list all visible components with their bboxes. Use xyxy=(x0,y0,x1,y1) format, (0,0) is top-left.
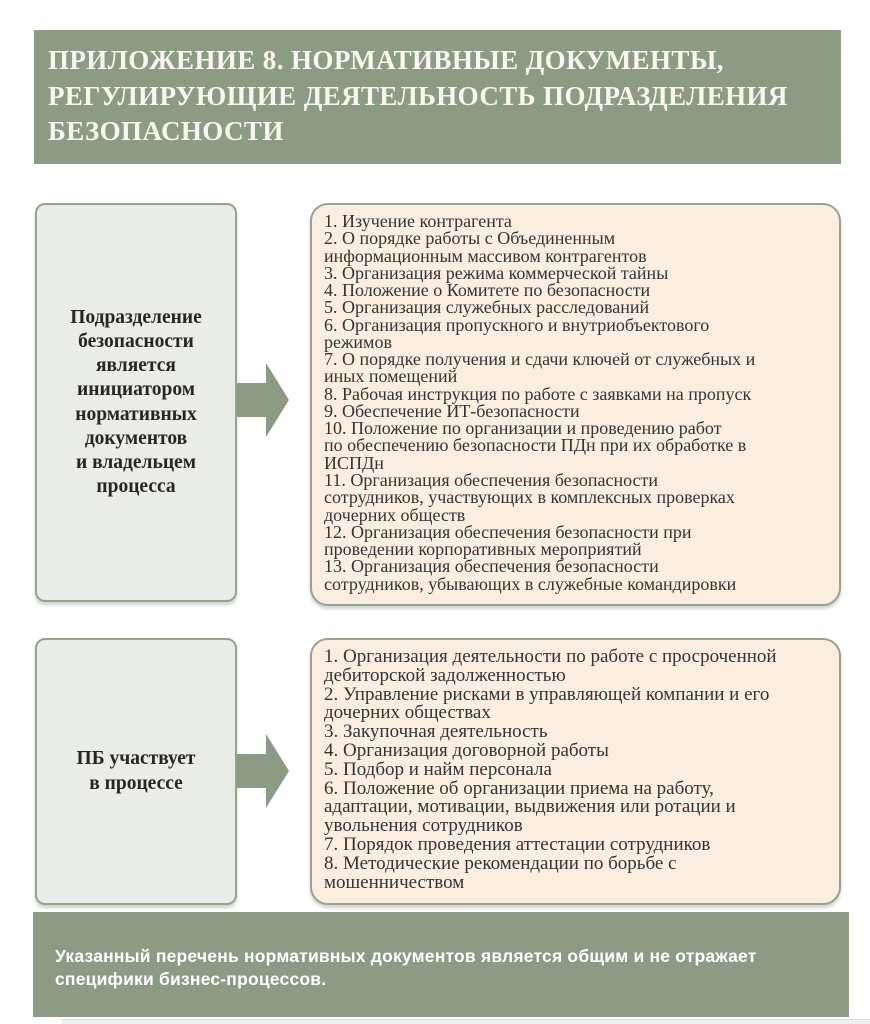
document-list-item: 13. Организация обеспечения безопасности… xyxy=(324,556,737,594)
document-list-item: 7. О порядке получения и сдачи ключей от… xyxy=(324,349,756,387)
document-list-item: 8. Методические рекомендации по борьбе с… xyxy=(324,852,677,893)
document-list-item: 4. Организация договорной работы xyxy=(324,739,609,761)
document-list-item: 3. Организация режима коммерческой тайны xyxy=(324,262,669,283)
document-list-item: 12. Организация обеспечения безопасности… xyxy=(324,521,692,560)
document-list-item: 8. Рабочая инструкция по работе с заявка… xyxy=(324,383,752,404)
document-list-item: 3. Закупочная деятельность xyxy=(324,721,548,743)
document-list-item: 6. Положение об организации приема на ра… xyxy=(324,777,736,837)
document-list-item: 7. Порядок проведения аттестации сотрудн… xyxy=(324,833,711,855)
document-list-item: 1. Изучение контрагента xyxy=(324,211,512,231)
document-list-item: 2. Управление рисками в управляющей комп… xyxy=(324,683,770,724)
right-arrow-icon xyxy=(237,363,289,437)
page-bottom-edge xyxy=(62,1019,870,1024)
header-band: ПРИЛОЖЕНИЕ 8. НОРМАТИВНЫЕ ДОКУМЕНТЫ, РЕГ… xyxy=(34,30,841,164)
document-list-item: 2. О порядке работы с Объединенным инфор… xyxy=(324,228,647,266)
footer-band: Указанный перечень нормативных документо… xyxy=(33,912,849,1017)
document-list-item: 5. Организация служебных расследований xyxy=(324,297,650,318)
footer-note: Указанный перечень нормативных документо… xyxy=(55,946,757,990)
document-list-item: 5. Подбор и найм персонала xyxy=(324,758,552,780)
document-list-item: 10. Положение по организации и проведени… xyxy=(324,418,747,473)
source-box-pb-participates: ПБ участвует в процессе xyxy=(35,638,237,905)
document-list-item: 9. Обеспечение ИТ-безопасности xyxy=(324,400,580,421)
document-list-item: 11. Организация обеспечения безопасности… xyxy=(324,469,735,525)
right-arrow-icon xyxy=(237,734,289,808)
document-list-item: 4. Положение о Комитете по безопасности xyxy=(324,280,651,301)
source-box-security-unit: Подразделение безопасности является иниц… xyxy=(35,203,237,602)
document-list-item: 1. Организация деятельности по работе с … xyxy=(324,646,777,686)
document-list-item: 6. Организация пропускного и внутриобъек… xyxy=(324,314,710,352)
page-title: ПРИЛОЖЕНИЕ 8. НОРМАТИВНЫЕ ДОКУМЕНТЫ, РЕГ… xyxy=(48,45,788,147)
documents-list-participation: 1. Организация деятельности по работе с … xyxy=(310,638,841,905)
